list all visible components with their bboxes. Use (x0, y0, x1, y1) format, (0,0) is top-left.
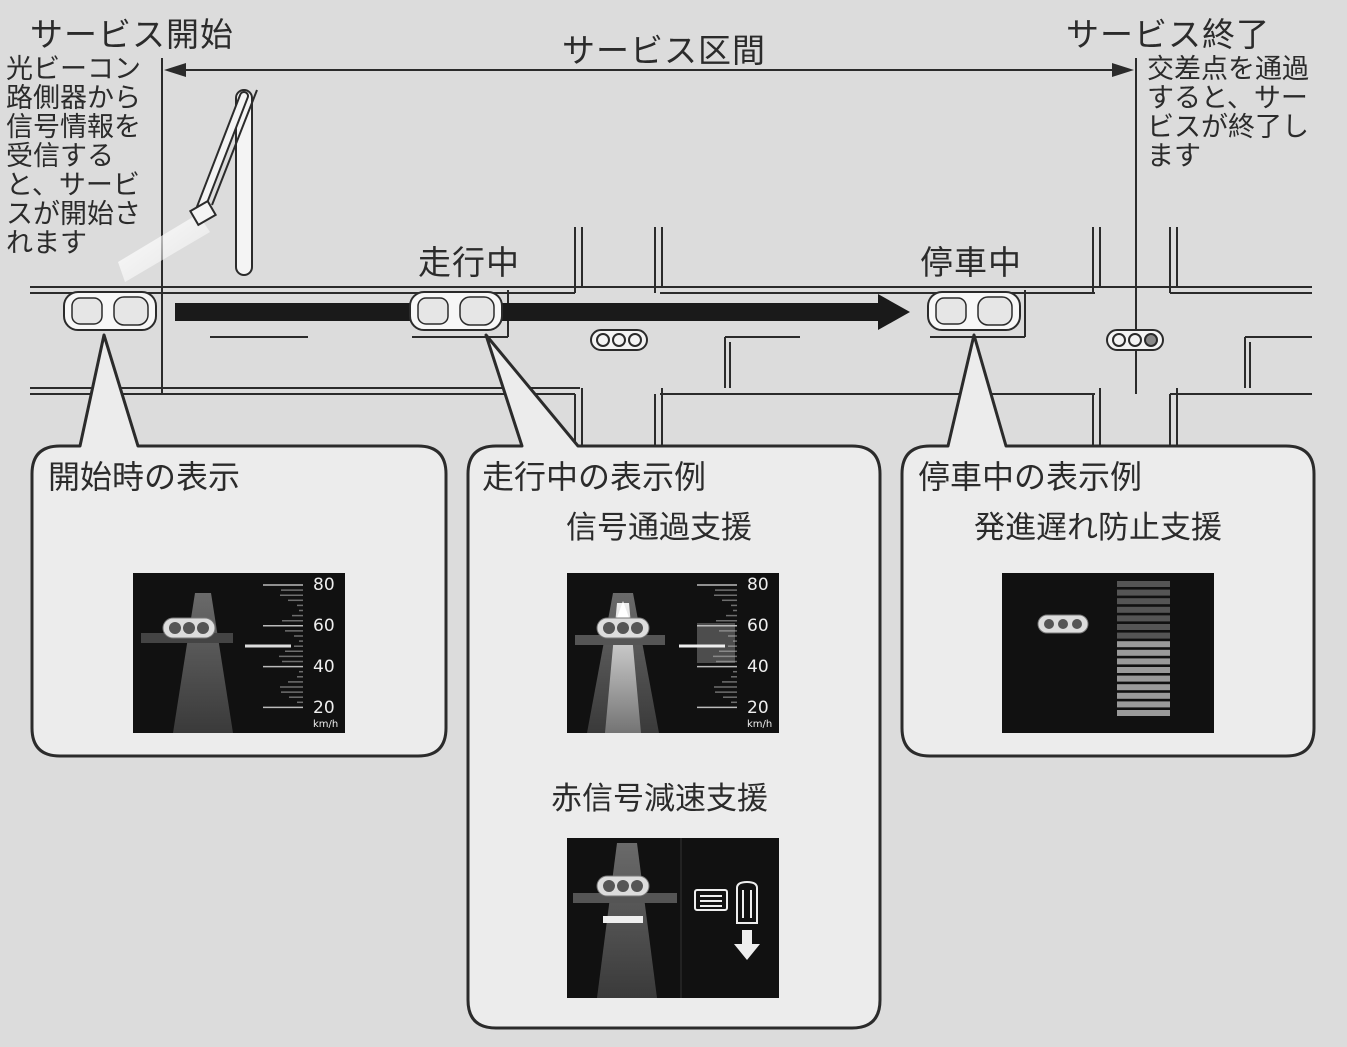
level-bar (1117, 658, 1170, 665)
gauge-tick-label: 60 (313, 616, 335, 636)
level-bar (1117, 632, 1170, 639)
start-panel-title: 開始時の表示 (48, 458, 241, 496)
level-bar (1117, 684, 1170, 691)
gauge-tick-label: 20 (313, 698, 335, 718)
level-bar (1117, 606, 1170, 613)
car-icon (927, 291, 1021, 331)
gauge-tick-label: 40 (313, 657, 335, 677)
driving-label: 走行中 (418, 243, 520, 282)
driving-panel-title: 走行中の表示例 (482, 458, 707, 496)
level-bar (1117, 624, 1170, 630)
level-bar (1117, 581, 1170, 587)
stopped-label: 停車中 (920, 243, 1022, 282)
start-delay-screen (1002, 573, 1214, 733)
level-bar (1117, 598, 1170, 605)
service-section-arrow (164, 63, 1134, 77)
signal-passing-screen (567, 573, 779, 733)
gauge-tick-label: 80 (313, 575, 335, 595)
stopped-panel-title: 停車中の表示例 (918, 458, 1143, 496)
traffic-light-icon (596, 617, 650, 639)
optical-beacon-icon (118, 89, 258, 282)
level-bar (1117, 641, 1170, 648)
traffic-light-icon (1037, 614, 1089, 634)
gauge-tick-label: 40 (747, 657, 769, 677)
service-end-note: 交差点を通過 すると、サー ビスが終了し ます (1147, 54, 1309, 172)
start-display-screen (133, 573, 345, 733)
service-section-label: サービス区間 (562, 31, 766, 70)
down-arrow-icon (734, 930, 760, 960)
traffic-light-icon (1106, 329, 1164, 351)
speed-gauge-ticks (697, 584, 737, 709)
gauge-tick-label: 80 (747, 575, 769, 595)
driving-arrow (175, 294, 910, 330)
gauge-tick-label: 20 (747, 698, 769, 718)
service-end-label: サービス終了 (1066, 15, 1270, 54)
red-light-decel-screen (567, 838, 779, 998)
signal-passing-label: 信号通過支援 (566, 510, 752, 546)
car-icon (63, 291, 157, 331)
start-delay-label: 発進遅れ防止支援 (974, 510, 1222, 546)
level-bar (1117, 692, 1170, 699)
red-light-decel-label: 赤信号減速支援 (551, 781, 768, 817)
gauge-unit: km/h (747, 719, 772, 730)
level-bar (1117, 667, 1170, 673)
gauge-tick-label: 60 (747, 616, 769, 636)
service-start-note: 光ビーコン 路側器から 信号情報を 受信する と、サービ スが開始さ れます (6, 54, 141, 259)
traffic-light-icon (590, 329, 648, 351)
traffic-light-icon (596, 875, 650, 897)
accelerator-pedal-icon (694, 880, 758, 924)
level-bar (1117, 710, 1170, 716)
countdown-level-bars (1117, 581, 1170, 716)
speed-gauge-ticks (263, 584, 303, 709)
level-bar (1117, 701, 1170, 708)
car-icon (409, 291, 503, 331)
traffic-light-icon (162, 617, 216, 639)
level-bar (1117, 589, 1170, 596)
level-bar (1117, 649, 1170, 656)
level-bar (1117, 615, 1170, 622)
gauge-unit: km/h (313, 719, 338, 730)
service-start-label: サービス開始 (30, 15, 234, 54)
level-bar (1117, 675, 1170, 682)
